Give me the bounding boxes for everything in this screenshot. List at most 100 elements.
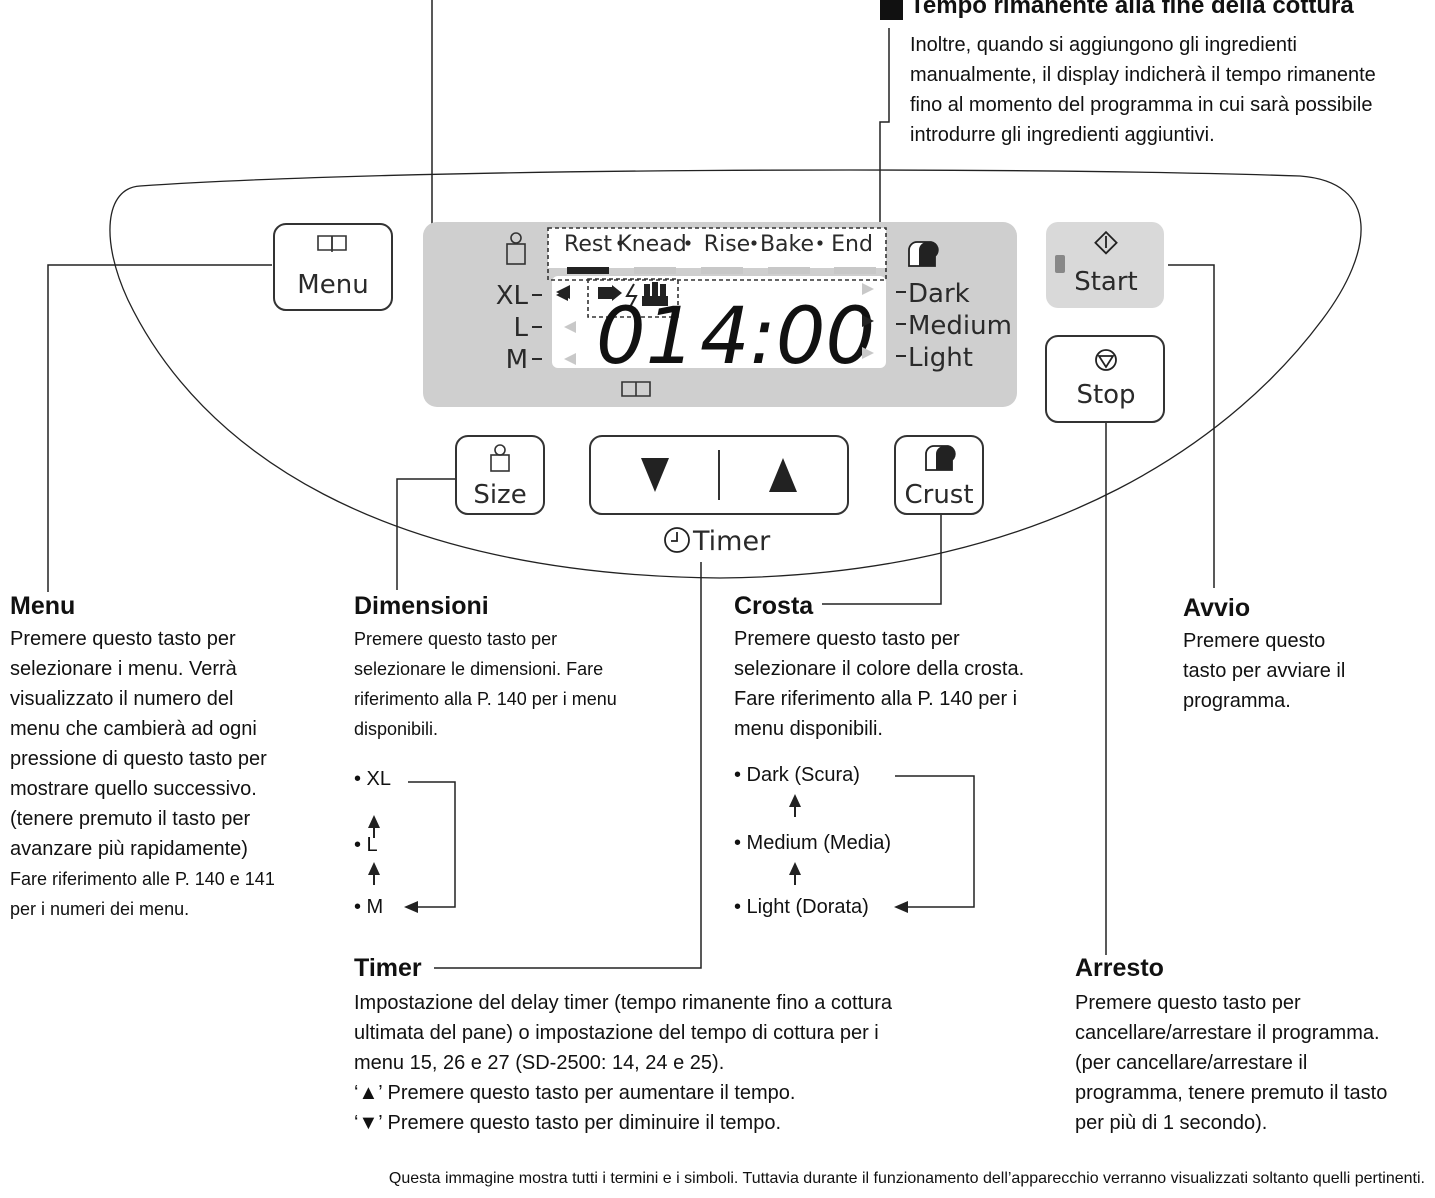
timer-buttons[interactable] [589, 435, 849, 515]
remaining-time-description: Inoltre, quando si aggiungono gli ingred… [910, 30, 1376, 150]
stop-heading: Arresto [1075, 954, 1164, 982]
size-level-m: M [506, 345, 528, 375]
size-level-dashes [532, 294, 542, 360]
menu-number-digits: 01 [596, 292, 695, 382]
start-description: Premere questo tasto per avviare il prog… [1183, 626, 1345, 716]
stage-rest: Rest [564, 232, 612, 257]
display-book-icon [621, 381, 651, 397]
start-button[interactable]: Start [1046, 222, 1164, 308]
start-icon [1094, 230, 1118, 255]
ingredient-dotted-box [587, 278, 679, 318]
menu-button-label: Menu [297, 270, 368, 300]
stage-dotted-box [547, 227, 887, 281]
size-icon [490, 444, 510, 472]
crust-bread-icon [925, 445, 956, 471]
text-line: ‘▲’ Premere questo tasto per aumentare i… [354, 1082, 796, 1104]
panel-outline [109, 169, 1362, 579]
crust-heading: Crosta [734, 592, 814, 620]
hand-icon [642, 282, 668, 306]
stop-description: Premere questo tasto per cancellare/arre… [1075, 988, 1387, 1138]
crust-level-dark: Dark [908, 279, 970, 309]
timer-up-icon[interactable] [769, 458, 797, 492]
crust-level-medium: Medium [908, 311, 1012, 341]
book-icon [317, 235, 347, 252]
size-level-pointers [556, 289, 576, 365]
cycle-arrow-stems [373, 806, 796, 885]
text-line: per i numeri dei menu. [10, 899, 190, 919]
stage-end: End [831, 232, 873, 257]
size-button[interactable]: Size [455, 435, 545, 515]
text-line: (tenere premuto il tasto per [10, 808, 251, 830]
start-led [1055, 255, 1065, 273]
callout-bullet [880, 0, 903, 20]
stop-button-label: Stop [1076, 380, 1135, 410]
stage-separators [617, 240, 823, 246]
text-line: pressione di questo tasto per [10, 748, 267, 770]
bread-icon [908, 241, 939, 267]
text-line: (per cancellare/arrestare il [1075, 1052, 1308, 1074]
menu-number: 01 [596, 292, 695, 382]
start-button-label: Start [1074, 267, 1138, 297]
menu-description: Premere questo tasto per selezionare i m… [10, 624, 267, 864]
text-line: Premere questo tasto per [10, 628, 236, 650]
text-line: riferimento alla P. 140 per i menu [354, 689, 617, 709]
text-line: Premere questo tasto per [734, 628, 960, 650]
text-line: programma, tenere premuto il tasto [1075, 1082, 1388, 1104]
stage-bake: Bake [760, 232, 814, 257]
text-line: programma. [1183, 690, 1291, 712]
time-digits: 4:00 [700, 292, 875, 382]
stage-progress-bars [567, 267, 876, 274]
text-line: per più di 1 secondo). [1075, 1112, 1268, 1134]
timer-description: Impostazione del delay timer (tempo rima… [354, 988, 892, 1138]
text-line: Impostazione del delay timer (tempo rima… [354, 992, 893, 1014]
size-level-l: L [514, 313, 529, 343]
stage-knead: Knead [617, 232, 686, 257]
text-line: manualmente, il display indicherà il tem… [910, 64, 1376, 86]
lightning-icon [625, 283, 638, 310]
stop-button[interactable]: Stop [1045, 335, 1165, 423]
crust-level-dashes [896, 291, 906, 357]
leader-lines [47, 0, 1215, 969]
text-line: Inoltre, quando si aggiungono gli ingred… [910, 34, 1297, 56]
cycle-arrows [368, 794, 908, 913]
start-heading: Avvio [1183, 594, 1251, 622]
size-option-m: • M [354, 896, 384, 918]
footer-note: Questa immagine mostra tutti i termini e… [388, 1170, 1425, 1187]
size-button-label: Size [473, 480, 526, 510]
crust-button-label: Crust [904, 480, 973, 510]
crust-level-pointers [862, 283, 874, 359]
size-option-xl: • XL [354, 768, 392, 790]
text-line: avanzare più rapidamente) [10, 838, 248, 860]
text-line: Premere questo tasto per [354, 629, 558, 649]
text-line: Fare riferimento alla P. 140 per i [734, 688, 1018, 710]
text-line: selezionare le dimensioni. Fare [354, 659, 604, 679]
stage-rise: Rise [704, 232, 750, 257]
text-line: visualizzato il numero del [10, 688, 234, 710]
text-line: Premere questo tasto per [1075, 992, 1301, 1014]
size-level-xl: XL [496, 281, 529, 311]
timer-label: Timer [692, 526, 771, 557]
size-heading: Dimensioni [354, 592, 489, 620]
remaining-time-heading: Tempo rimanente alla fine della cottura [910, 0, 1354, 19]
text-line: fino al momento del programma in cui sar… [910, 94, 1373, 116]
text-line: selezionare il colore della crosta. [734, 658, 1025, 680]
menu-button[interactable]: Menu [273, 223, 393, 311]
stage-labels: Rest Knead Rise Bake End [564, 232, 873, 257]
remaining-time: 4:00 [700, 292, 875, 382]
stop-icon [1095, 349, 1117, 371]
crust-button[interactable]: Crust [894, 435, 984, 515]
text-line: mostrare quello successivo. [10, 778, 257, 800]
text-line: menu 15, 26 e 27 (SD-2500: 14, 24 e 25). [354, 1052, 725, 1074]
text-line: introdurre gli ingredienti aggiuntivi. [910, 124, 1215, 146]
crust-description: Premere questo tasto per selezionare il … [734, 624, 1024, 744]
stage-window [548, 228, 886, 268]
timer-down-icon[interactable] [641, 458, 669, 492]
timer-heading: Timer [354, 954, 422, 982]
menu-heading: Menu [10, 592, 76, 620]
text-line: disponibili. [354, 719, 439, 739]
crust-option-medium: • Medium (Media) [734, 832, 892, 854]
text-line: selezionare i menu. Verrà [10, 658, 237, 680]
size-option-l: • L [354, 834, 378, 856]
text-line: menu che cambierà ad ogni [10, 718, 257, 740]
